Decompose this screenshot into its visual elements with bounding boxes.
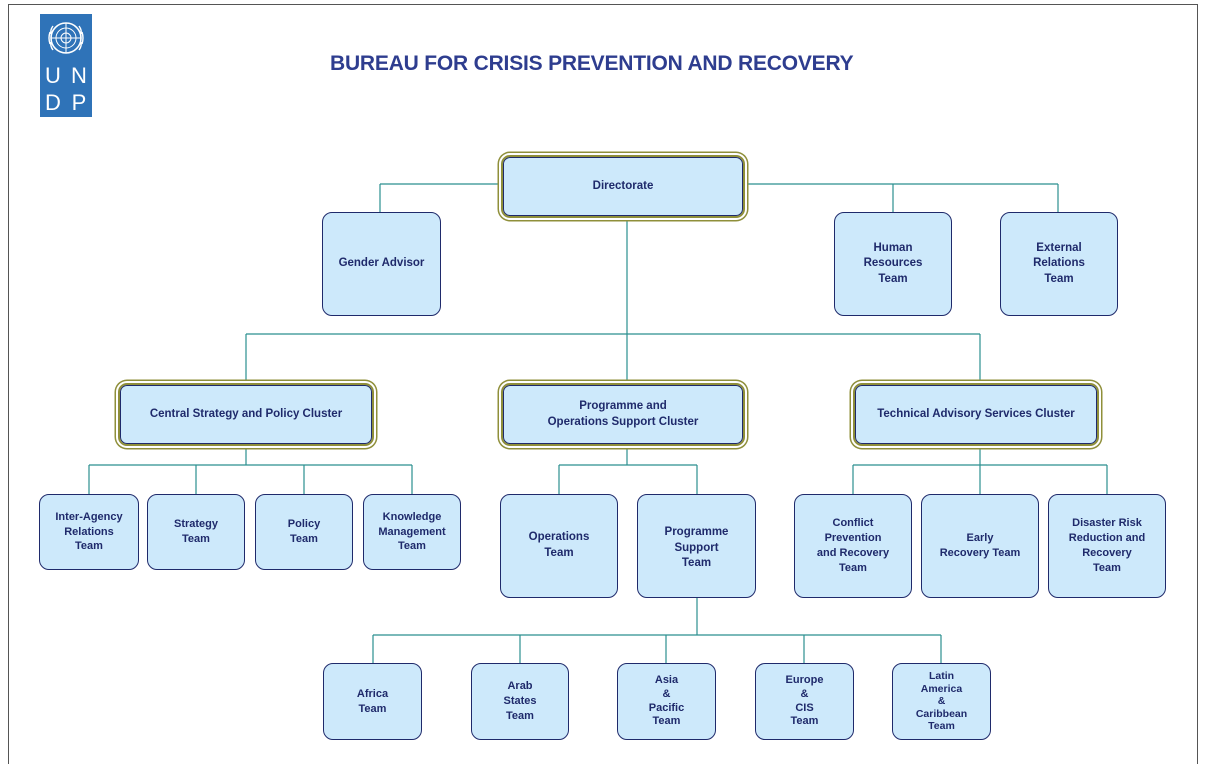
asia-pacific-team-box: Asia & Pacific Team: [617, 663, 716, 740]
logo-letter-d: D: [45, 90, 61, 116]
disaster-risk-reduction-recovery-team-box: Disaster Risk Reduction and Recovery Tea…: [1048, 494, 1166, 598]
logo-letter-p: P: [71, 90, 87, 116]
knowledge-management-team-box: Knowledge Management Team: [363, 494, 461, 570]
programme-support-team-box: Programme Support Team: [637, 494, 756, 598]
inter-agency-relations-team-box: Inter-Agency Relations Team: [39, 494, 139, 570]
latin-america-caribbean-team-box: Latin America & Caribbean Team: [892, 663, 991, 740]
logo-letter-n: N: [71, 62, 87, 88]
directorate-box: Directorate: [501, 155, 745, 218]
central-strategy-policy-cluster-box: Central Strategy and Policy Cluster: [118, 383, 374, 446]
conflict-prevention-recovery-team-box: Conflict Prevention and Recovery Team: [794, 494, 912, 598]
policy-team-box: Policy Team: [255, 494, 353, 570]
programme-operations-support-cluster-box: Programme and Operations Support Cluster: [501, 383, 745, 446]
page-frame: [8, 4, 1198, 764]
gender-advisor-box: Gender Advisor: [322, 212, 441, 316]
logo-letter-u: U: [45, 62, 61, 88]
technical-advisory-services-cluster-box: Technical Advisory Services Cluster: [853, 383, 1099, 446]
early-recovery-team-box: Early Recovery Team: [921, 494, 1039, 598]
un-emblem-icon: [48, 22, 84, 54]
external-relations-team-box: External Relations Team: [1000, 212, 1118, 316]
page-title: BUREAU FOR CRISIS PREVENTION AND RECOVER…: [330, 52, 854, 75]
org-connectors: [88, 183, 1108, 663]
undp-letters: U N D P: [40, 62, 92, 117]
strategy-team-box: Strategy Team: [147, 494, 245, 570]
arab-states-team-box: Arab States Team: [471, 663, 569, 740]
human-resources-team-box: Human Resources Team: [834, 212, 952, 316]
africa-team-box: Africa Team: [323, 663, 422, 740]
undp-logo: U N D P: [40, 14, 92, 117]
operations-team-box: Operations Team: [500, 494, 618, 598]
europe-cis-team-box: Europe & CIS Team: [755, 663, 854, 740]
